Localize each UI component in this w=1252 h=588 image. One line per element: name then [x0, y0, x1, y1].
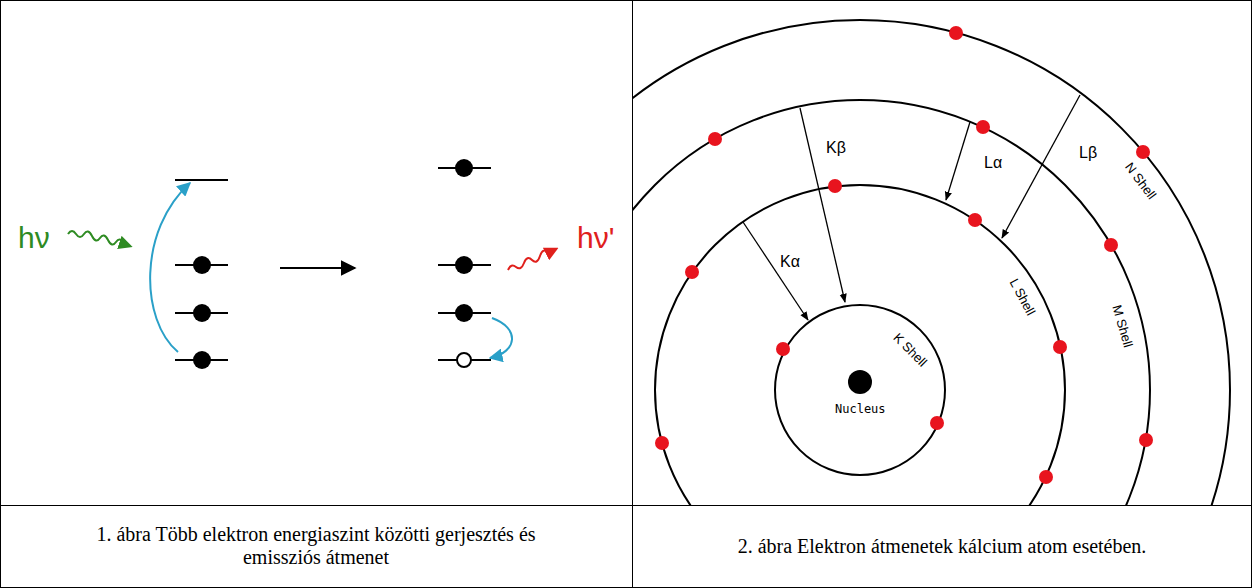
electrons-after	[455, 159, 473, 322]
shell-label: N Shell	[1121, 160, 1158, 202]
shell-label: M Shell	[1109, 304, 1135, 350]
l-beta-arrow	[1002, 95, 1080, 238]
transition-label: Kα	[780, 253, 800, 271]
nucleus	[848, 370, 872, 394]
nucleus-label: Nucleus	[835, 403, 886, 417]
row-divider	[0, 505, 1252, 506]
shell-label: L Shell	[1006, 277, 1038, 319]
process-arrow	[280, 267, 355, 269]
emission-arrow	[490, 318, 512, 358]
figure-caption: 1. ábra Több elektron energiaszint közöt…	[81, 523, 551, 569]
transition-label: Lβ	[1079, 144, 1097, 162]
l-alpha-arrow	[946, 122, 970, 200]
electrons-before	[193, 256, 211, 369]
emitted-photon	[508, 249, 556, 270]
incoming-photon	[68, 231, 130, 246]
figure-caption: 2. ábra Elektron átmenetek kálcium atom …	[722, 535, 1162, 558]
cell-divider	[632, 0, 633, 588]
atom-shells	[633, 20, 1230, 505]
energy-levels-before	[175, 180, 228, 360]
excitation-arrow	[150, 183, 190, 352]
hole	[457, 353, 471, 367]
transition-label: Kβ	[826, 139, 846, 157]
electron-dots	[655, 26, 1153, 484]
k-beta-arrow	[800, 108, 845, 302]
shell-label: K Shell	[890, 331, 930, 371]
k-alpha-arrow	[743, 222, 808, 320]
energy-levels-after	[438, 168, 491, 360]
photon-label: hν'	[577, 221, 614, 256]
transition-label: Lα	[984, 154, 1002, 172]
photon-label: hν	[18, 221, 50, 256]
